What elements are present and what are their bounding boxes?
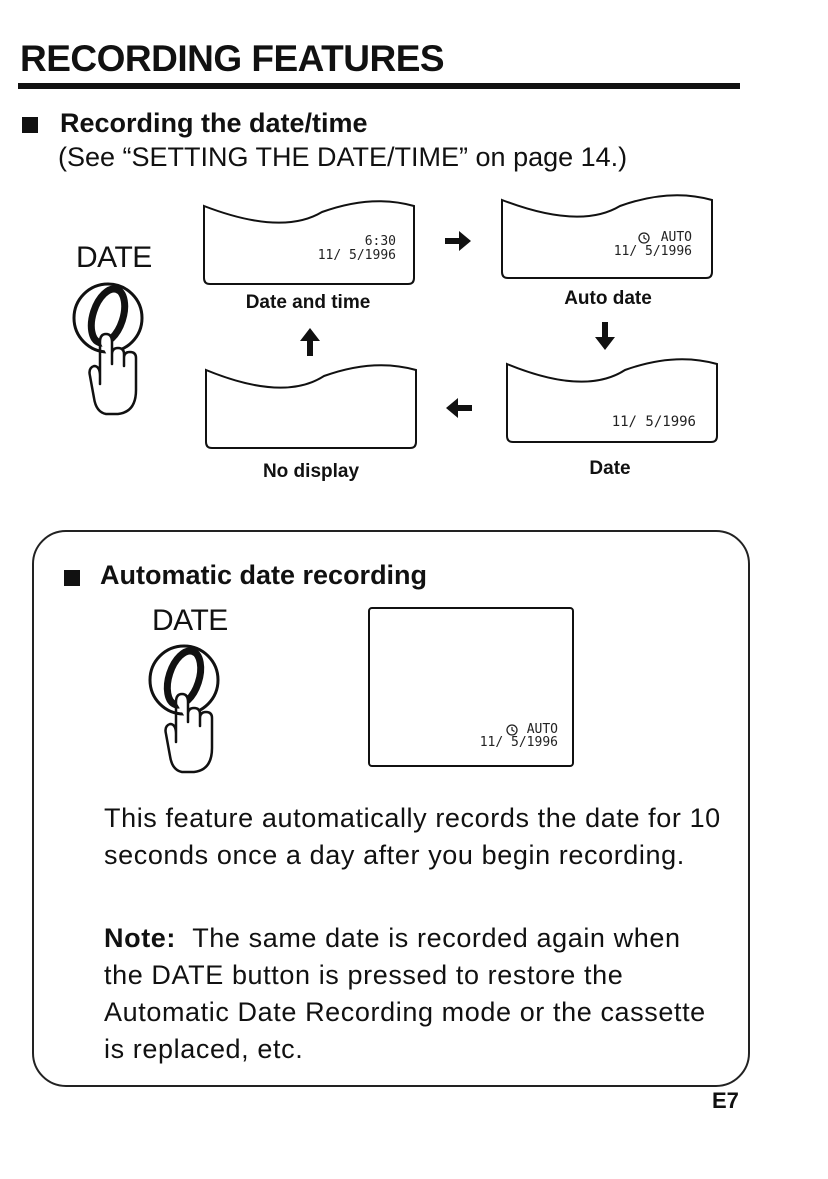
- screen-date: 11/ 5/1996: [260, 250, 396, 262]
- section-heading-automatic-date: Automatic date recording: [100, 560, 427, 591]
- note-paragraph: Note: The same date is recorded again wh…: [104, 920, 724, 1068]
- screen-date-only: [505, 352, 721, 444]
- arrow-left-icon: [446, 398, 472, 418]
- date-button-label: DATE: [76, 241, 152, 275]
- square-bullet-icon: [22, 117, 38, 133]
- label-date: Date: [500, 458, 720, 480]
- arrow-up-icon: [300, 328, 320, 356]
- note-label: Note:: [104, 923, 176, 953]
- page-title: RECORDING FEATURES: [20, 38, 444, 80]
- label-no-display: No display: [201, 461, 421, 483]
- arrow-right-icon: [445, 231, 471, 251]
- square-bullet-icon: [64, 570, 80, 586]
- note-text: The same date is recorded again when the…: [104, 923, 706, 1064]
- date-button-finger-icon: [70, 280, 160, 430]
- screen-date: 11/ 5/1996: [560, 416, 696, 428]
- label-date-and-time: Date and time: [198, 292, 418, 314]
- section-heading-date-time: Recording the date/time: [60, 108, 368, 139]
- screen-no-display: [204, 358, 420, 450]
- page-reference: (See “SETTING THE DATE/TIME” on page 14.…: [58, 142, 627, 173]
- screen-time: 6:30: [260, 236, 396, 248]
- arrow-down-icon: [595, 322, 615, 350]
- title-rule: [18, 83, 740, 89]
- feature-description: This feature automatically records the d…: [104, 800, 724, 874]
- date-button-finger-icon: [146, 642, 236, 782]
- screen-auto: AUTO: [600, 232, 692, 244]
- page-number: E7: [712, 1088, 739, 1114]
- label-auto-date: Auto date: [498, 288, 718, 310]
- screen-date: 11/ 5/1996: [556, 246, 692, 258]
- screen-date: 11/ 5/1996: [420, 737, 558, 749]
- date-button-label: DATE: [152, 604, 228, 638]
